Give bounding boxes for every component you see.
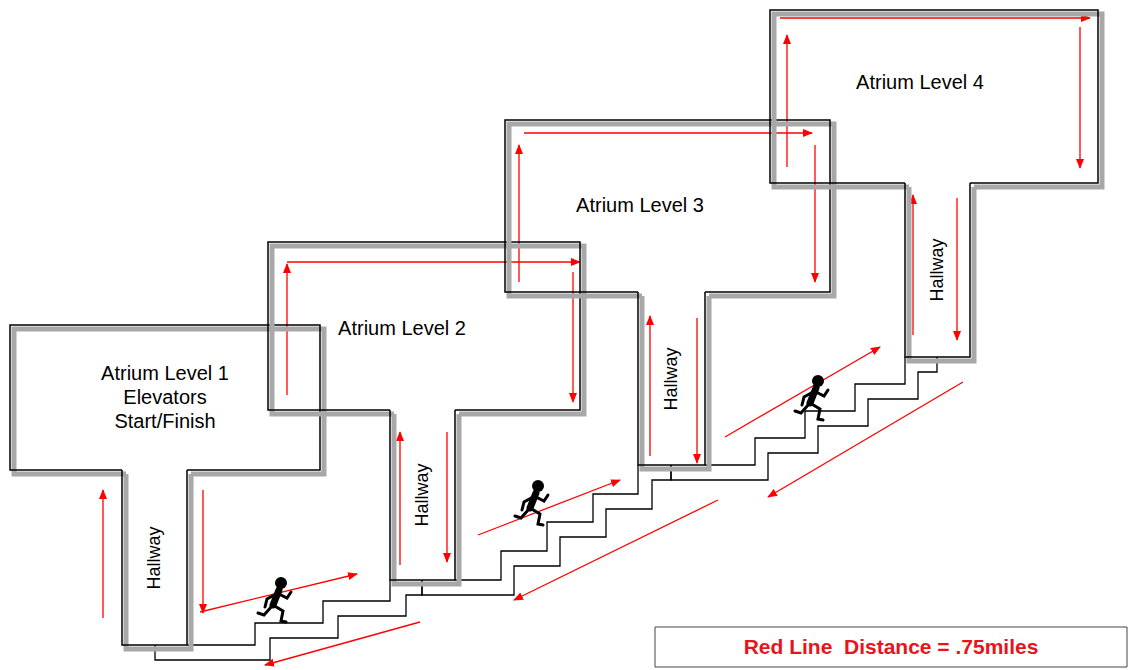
- route-arrow: [725, 347, 880, 437]
- route-arrow: [287, 261, 580, 262]
- route-arrow: [912, 195, 913, 335]
- stair-edge: [705, 357, 905, 465]
- wall-outline: [268, 242, 580, 410]
- atrium-box: Atrium Level 2: [268, 242, 580, 410]
- route-arrow: [780, 17, 1090, 18]
- atrium-label: Atrium Level 1 Elevators Start/Finish: [78, 361, 253, 433]
- stair-edge: [187, 580, 390, 645]
- route-arrow: [696, 318, 697, 463]
- route-arrow: [814, 145, 815, 282]
- route-arrow: [956, 198, 957, 340]
- atrium-box: Atrium Level 3: [505, 120, 830, 292]
- hallway-label: Hallway: [144, 526, 166, 589]
- shadow-edge: [272, 246, 584, 414]
- hallway-label: Hallway: [412, 463, 434, 526]
- wall-outline: [638, 292, 705, 465]
- route-arrow: [399, 432, 400, 565]
- atrium-label: Atrium Level 2: [338, 316, 466, 340]
- route-arrows: [103, 18, 1090, 665]
- shadow-edge: [394, 414, 459, 584]
- hallway-label: Hallway: [661, 347, 683, 410]
- wall-outline: [505, 120, 830, 292]
- route-arrow: [768, 382, 963, 497]
- hallway-box: Hallway: [122, 470, 187, 645]
- route-arrow: [518, 145, 519, 282]
- stair-edge: [155, 580, 422, 660]
- runner-figure: [258, 577, 291, 622]
- route-arrow: [524, 132, 812, 133]
- shadow-edge: [909, 187, 974, 361]
- shadow-edge: [509, 124, 834, 296]
- route-arrow: [265, 622, 420, 665]
- wall-outline: [122, 470, 187, 645]
- route-arrow: [514, 500, 718, 600]
- atrium-label: Atrium Level 3: [576, 193, 704, 217]
- runner-figure: [795, 375, 828, 420]
- runner-figure: [515, 480, 548, 525]
- hallway-box: Hallway: [390, 410, 455, 580]
- shadow-edge: [126, 474, 191, 649]
- route-arrow: [649, 316, 650, 456]
- shadow-edge: [642, 296, 709, 469]
- atrium-box: Atrium Level 4: [770, 10, 1098, 183]
- route-arrow: [446, 432, 447, 562]
- atrium-label: Atrium Level 4: [856, 70, 984, 94]
- route-arrow: [102, 490, 103, 618]
- hallway-box: Hallway: [638, 292, 705, 465]
- stair-edge: [455, 465, 638, 580]
- route-arrow: [202, 490, 203, 613]
- hallway-box: Hallway: [905, 183, 970, 357]
- node-outline: [770, 10, 1098, 183]
- distance-note-box: Red Line Distance = .75miles: [655, 627, 1127, 667]
- route-arrow: [786, 35, 787, 167]
- distance-note: Red Line Distance = .75miles: [744, 634, 1039, 659]
- wall-outline: [390, 410, 455, 580]
- route-arrow: [478, 480, 620, 535]
- hallway-label: Hallway: [927, 238, 949, 301]
- shadow-edge: [14, 329, 324, 474]
- shadow-edge: [774, 14, 1102, 187]
- wall-outline: [905, 183, 970, 357]
- note-border: [655, 627, 1127, 667]
- route-arrow: [1079, 27, 1080, 168]
- wall-outline: [770, 10, 1098, 183]
